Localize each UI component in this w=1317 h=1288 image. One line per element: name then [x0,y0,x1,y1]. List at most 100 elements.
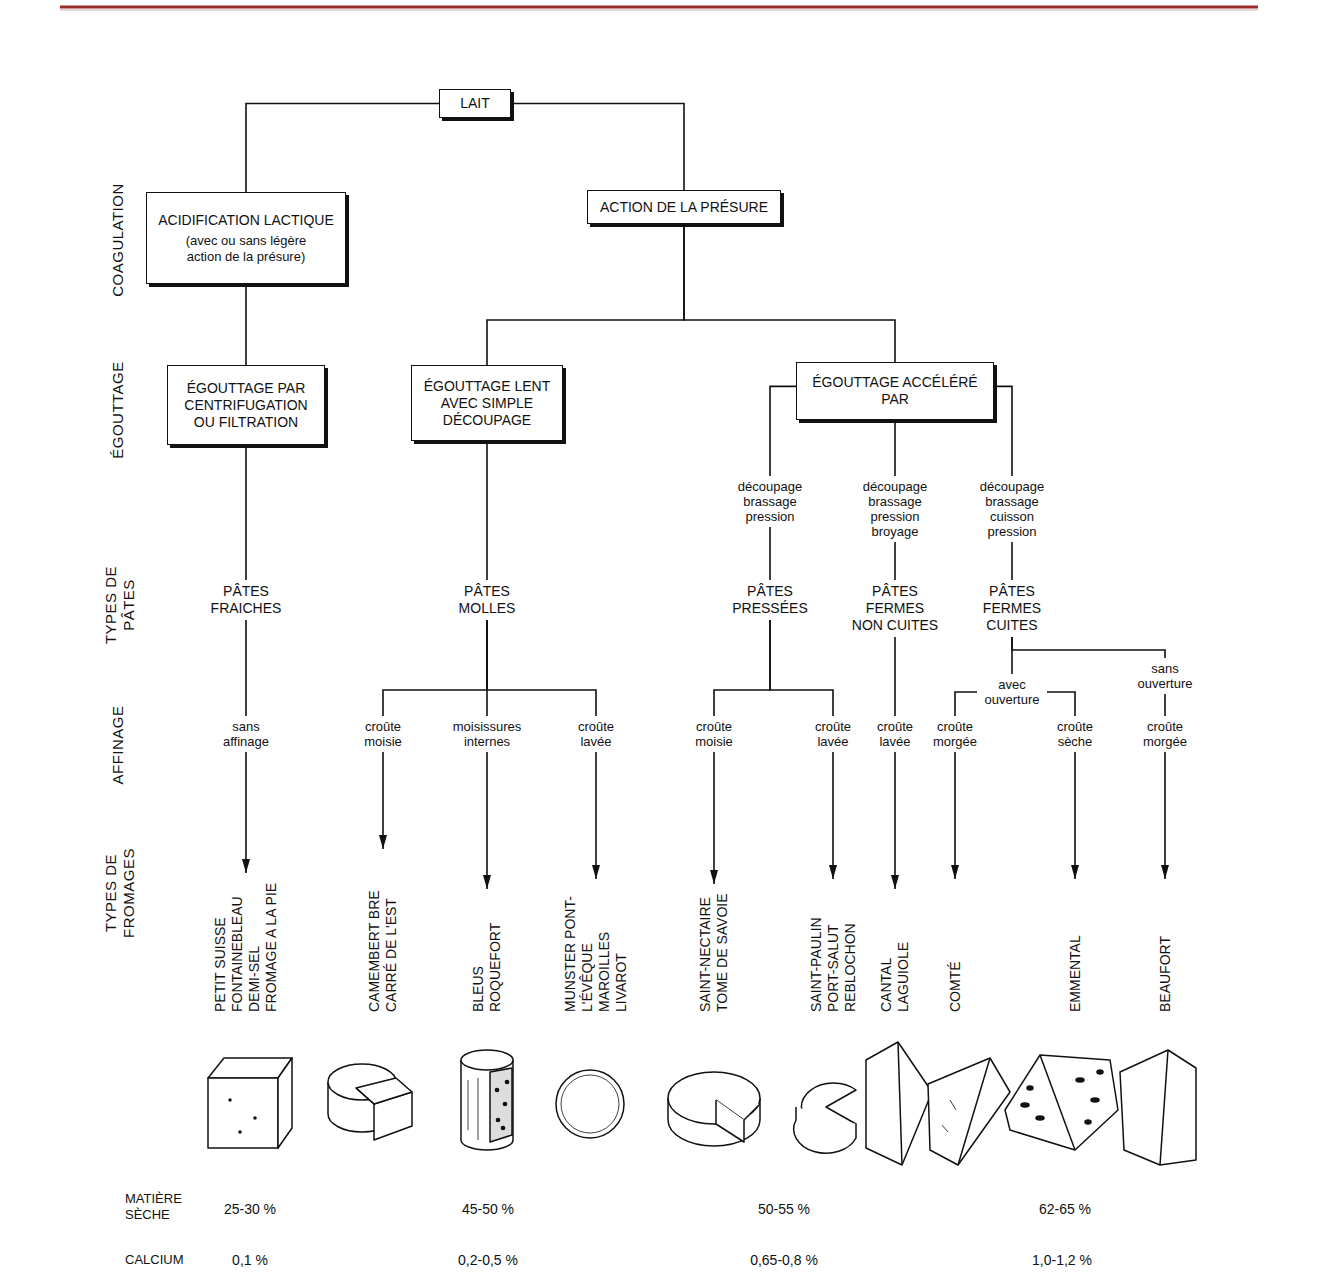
stage-label: AFFINAGE [109,705,127,784]
flow-line [245,620,247,716]
node-text: croûte lavée [866,719,924,749]
flow-arrow [595,752,597,879]
flow-arrow [713,752,715,884]
saint-nectaire-drawing [668,1072,760,1146]
flow-line [511,104,684,191]
beaufort-drawing [1120,1050,1196,1165]
cheese-name: CANTAL LAGUIOLE [878,892,912,1012]
node-text: moisissures internes [449,719,525,749]
header-rule [60,6,1258,9]
step-text: moisissures internes [446,716,528,752]
value-label: 1,0-1,2 % [1032,1252,1092,1269]
node-text: PETIT SUISSE FONTAINEBLEAU DEMI-SEL FROM… [212,876,280,1012]
process-box: ÉGOUTTAGE LENT AVEC SIMPLE DÉCOUPAGE [411,365,563,441]
cheese-name: SAINT-NECTAIRE TOME DE SAVOIE [697,887,731,1012]
flow-arrow [486,752,488,889]
flow-line [245,445,247,580]
paste-type-text: PÂTES MOLLES [439,580,535,620]
box-heading: ÉGOUTTAGE ACCÉLÉRÉ PAR [804,374,986,408]
node-text: croûte lavée [804,719,862,749]
cheese-name: BEAUFORT [1157,882,1174,1012]
box-heading: ÉGOUTTAGE LENT AVEC SIMPLE DÉCOUPAGE [419,378,555,429]
box-heading: ACTION DE LA PRÉSURE [595,199,773,216]
step-text: croûte sèche [1041,716,1109,752]
flow-line [1011,542,1013,580]
box-heading: ÉGOUTTAGE PAR CENTRIFUGATION OU FILTRATI… [175,380,317,431]
node-text: découpage brassage cuisson pression [977,479,1047,539]
flow-line [714,620,770,716]
flow-line [994,386,1012,476]
box-note: (avec ou sans légère action de la présur… [171,233,321,265]
munster-drawing [556,1070,624,1138]
cheese-name: PETIT SUISSE FONTAINEBLEAU DEMI-SEL FROM… [212,876,280,1012]
paste-type-text: PÂTES FERMES CUITES [964,580,1060,637]
node-text: avec ouverture [980,677,1044,707]
stage-label: TYPES DE FROMAGES [102,843,138,943]
node-text: croûte lavée [565,719,627,749]
node-text: BEAUFORT [1157,882,1174,1012]
node-text: croûte moisie [683,719,745,749]
value-label: 25-30 % [224,1201,276,1218]
cheese-name: MUNSTER PONT-L'ÉVÊQUE MAROILLES LIVAROT [562,882,630,1012]
row-heading: CALCIUM [125,1252,184,1268]
cheese-name: SAINT-PAULIN PORT-SALUT REBLOCHON [808,882,859,1012]
step-text: découpage brassage pression [732,476,808,527]
flow-line [769,527,771,580]
flow-arrow [1074,752,1076,879]
box-heading: LAIT [447,95,503,112]
flow-arrow [245,752,247,873]
cantal-drawing [866,1042,932,1165]
flow-line [684,224,895,362]
step-text: croûte morgée [1131,716,1199,752]
node-text: découpage brassage pression [735,479,805,524]
node-text: croûte sèche [1044,719,1106,749]
node-text: PÂTES MOLLES [442,583,532,617]
flow-line [770,620,833,716]
paste-type-text: PÂTES PRESSÉES [722,580,818,620]
flow-line [894,637,896,716]
step-text: croûte lavée [863,716,927,752]
stage-label: ÉGOUTTAGE [109,361,127,459]
node-text: croûte moisie [352,719,414,749]
flow-line [246,104,439,193]
roquefort-drawing [461,1050,513,1150]
value-label: 62-65 % [1039,1201,1091,1218]
value-label: 0,1 % [232,1252,268,1269]
flow-line [487,620,596,716]
fresh-cheese-cube [208,1058,292,1148]
node-text: PÂTES FRAICHES [201,583,291,617]
flow-line [894,420,896,476]
step-text: croûte morgée [921,716,989,752]
flow-arrow [1164,752,1166,879]
step-text: croûte moisie [349,716,417,752]
step-text: sans affinage [212,716,280,752]
process-box: ACTION DE LA PRÉSURE [587,190,781,224]
header-rule-shadow [60,10,1258,11]
flow-line [955,692,977,716]
flow-line [894,542,896,580]
camembert-drawing [328,1064,412,1140]
cheese-name: CAMEMBERT BRE CARRÉ DE L'EST [366,852,400,1012]
step-text: croûte lavée [801,716,865,752]
node-text: découpage brassage pression broyage [860,479,930,539]
flow-line [1164,694,1166,716]
node-text: CAMEMBERT BRE CARRÉ DE L'EST [366,852,400,1012]
cheese-name: COMTÉ [947,882,964,1012]
flow-line [486,441,488,580]
process-box: ACIDIFICATION LACTIQUE(avec ou sans légè… [146,192,346,284]
stage-label: COAGULATION [109,183,127,297]
value-label: 0,65-0,8 % [750,1252,818,1269]
node-text: MUNSTER PONT-L'ÉVÊQUE MAROILLES LIVAROT [562,882,630,1012]
value-label: 45-50 % [462,1201,514,1218]
step-text: avec ouverture [977,674,1047,710]
flow-line [1012,637,1165,658]
node-text: PÂTES FERMES CUITES [967,583,1057,634]
node-text: CANTAL LAGUIOLE [878,892,912,1012]
step-text: croûte moisie [680,716,748,752]
flow-arrow [894,752,896,889]
node-text: sans affinage [215,719,277,749]
node-text: PÂTES PRESSÉES [725,583,815,617]
comte-drawing [928,1058,1010,1165]
value-label: 50-55 % [758,1201,810,1218]
